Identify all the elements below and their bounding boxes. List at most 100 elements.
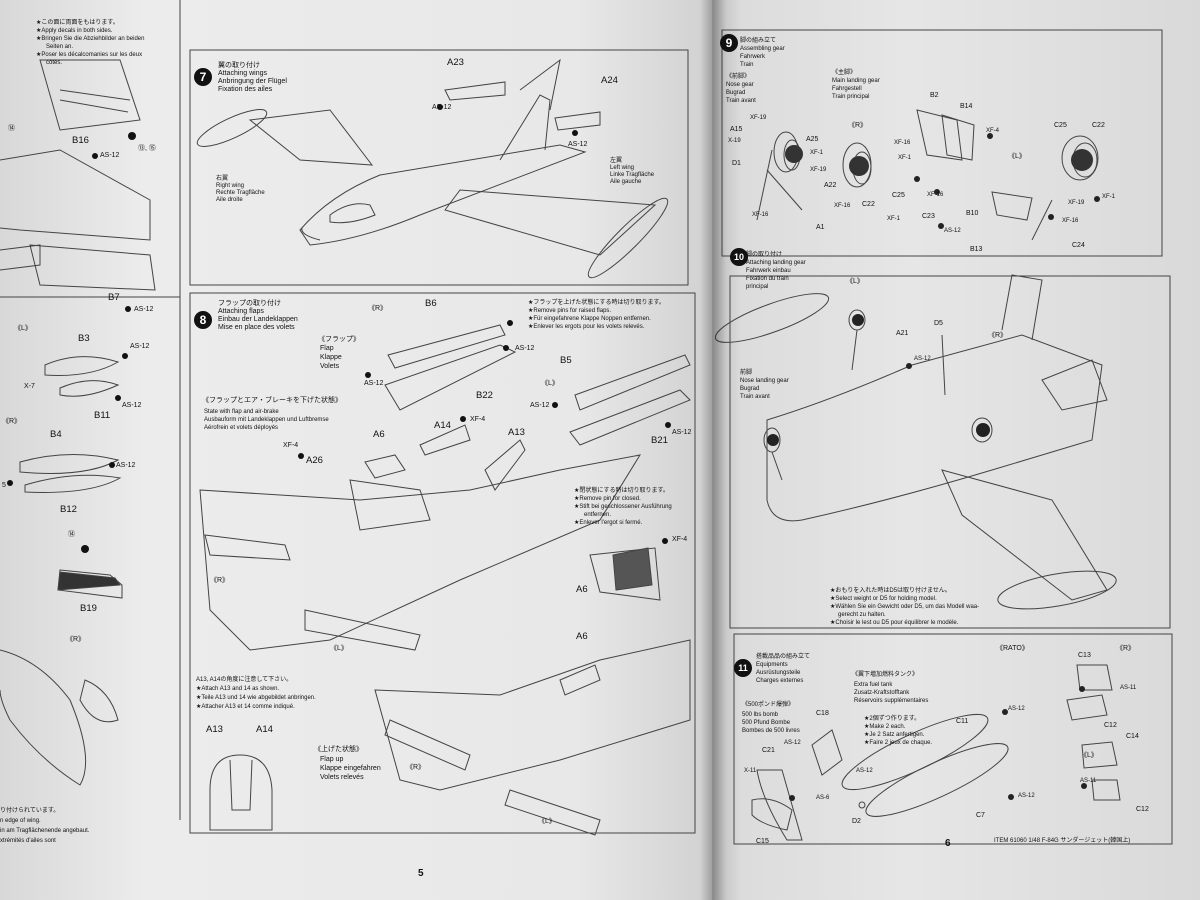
right-wing-de: Rechte Tragfläche [216,190,265,196]
page5-line-art [0,0,696,836]
step7-title-jp: 翼の取り付け [218,62,260,69]
part-b16: B16 [72,135,89,146]
angle-note-fr: ★Attacher A13 et 14 comme indiqué. [196,704,295,710]
part-b13: B13 [970,246,983,253]
flap-label-de: Klappe [320,354,342,361]
step9-title-de: Fahrwerk [740,54,766,60]
step8-title-en: Attaching flaps [218,308,264,315]
step10-title-jp: 脚の取り付け [746,252,783,258]
part-as12-p: AS-12 [1008,706,1025,712]
step10-title-de: Fahrwerk einbau [746,268,791,274]
angle-note-de: ★Teile A13 und 14 wie abgebildet anbring… [196,695,316,701]
step9-title-jp: 脚の組み立て [740,38,777,44]
step7-title-de: Anbringung der Flügel [218,78,287,85]
part-a24: A24 [601,75,618,86]
left-wing-fr: Aile gauche [610,179,642,185]
part-a13: A13 [508,427,525,438]
manual-page-5: 7 8 ★この面に両面をもはります。 ★Apply decals in both… [0,0,722,900]
part-as12-d: AS-12 [122,402,142,409]
step10-title-en: Attaching landing gear [746,260,806,266]
side-note-3: ★Bringen Sie die Abziehbilder an beiden [36,36,145,42]
part-xf16-e: XF-16 [1062,218,1079,224]
step10-label-L: 《L》 [846,278,864,285]
step11-label-L: 《L》 [1080,752,1098,759]
part-as12-q: AS-12 [1018,793,1035,799]
part-c15: C15 [756,838,769,845]
step9-title-en: Assembling gear [740,46,785,52]
up-label-L: 《L》 [538,818,556,825]
tank-label-en: Extra fuel tank [854,682,893,688]
manual-page-6: 9 10 11 脚の組み立て Assembling gear Fahrwerk … [712,0,1200,900]
part-d1: D1 [732,160,741,167]
part-a6: A6 [373,429,385,440]
tank-label-fr: Réservoirs supplémentaires [854,698,929,704]
part-c25-b: C25 [1054,122,1067,129]
part-xf16-d: XF-16 [927,192,944,198]
bomb-label-en: 500 lbs bomb [742,712,779,718]
part-a15: A15 [730,126,743,133]
step11-title-jp: 搭載品品の組み立て [756,654,811,660]
part-a25: A25 [806,136,819,143]
state-label-jp: 《フラップとエア・ブレーキを下げた状態》 [202,397,342,404]
part-as12-e: AS-12 [116,462,136,469]
part-a6-b: A6 [576,584,588,595]
nose-gear-en: Nose gear [726,82,754,88]
part-xf16-a: XF-16 [834,203,851,209]
part-b22: B22 [476,390,493,401]
part-a1: A1 [816,224,825,231]
part-b2: B2 [930,92,939,99]
part-xf19-a: XF-19 [750,115,767,121]
part-as12-n: AS-12 [784,740,801,746]
step11-title-de: Ausrüstungsteile [756,670,801,676]
step-9-badge: 9 [720,34,738,52]
part-b10: B10 [966,210,979,217]
part-as12-a: AS-12 [100,152,120,159]
side-bottom-1: り付けられています。 [0,808,60,814]
tank-label-de: Zusatz-Kraftstofftank [854,690,910,696]
part-as12-g: AS-12 [568,141,588,148]
side-label-L: 《L》 [14,325,32,332]
closed-note-en: ★Remove pin for closed. [574,496,641,502]
nose-gear-jp: 《前脚》 [726,74,751,80]
part-c14: C14 [1126,733,1139,740]
page-number-5: 5 [418,868,424,879]
part-x7: X-7 [24,383,35,390]
part-as11-b: AS-11 [1080,778,1097,784]
part-as12-k: AS-12 [672,429,692,436]
part-c22-b: C22 [1092,122,1105,129]
nose-lg-jp: 前脚 [740,370,753,376]
part-as6: AS-6 [816,795,830,801]
left-wing-de: Linke Tragfläche [610,172,655,178]
make-note-fr: ★Faire 2 jeux de chaque. [864,740,933,746]
part-b5: B5 [560,355,572,366]
part-x11: X-11 [744,768,757,774]
up-label-en: Flap up [320,756,344,763]
step9-label-L: 《L》 [1008,153,1026,160]
bomb-label-jp: 《500ポンド爆弾》 [742,702,795,708]
up-label-de: Klappe eingefahren [320,765,381,772]
step-10-badge: 10 [730,248,748,266]
part-as12-o: AS-12 [856,768,873,774]
right-wing-jp: 右翼 [216,176,229,182]
nose-lg-fr: Train avant [740,394,770,400]
part-c21: C21 [762,747,775,754]
flap-label-en: Flap [320,345,334,352]
weight-note-jp: ★おもりを入れた時はD5は取り付けません。 [830,588,951,594]
flap-label-jp: 《フラップ》 [318,336,360,343]
book-gutter [700,0,726,900]
part-c12-b: C12 [1136,806,1149,813]
part-b19: B19 [80,603,97,614]
step11-title-en: Equipments [756,662,788,668]
state-label-fr: Aérofrein et volets déployés [204,425,279,431]
step9-label-R: 《R》 [848,122,868,129]
nose-lg-en: Nose landing gear [740,378,789,384]
low-label-L: 《L》 [330,645,348,652]
part-as12-b: AS-12 [134,306,154,313]
make-note-de: ★Je 2 Satz anfertigen. [864,732,925,738]
side-note-5: ★Poser les décalcomanies sur les deux [36,52,143,58]
step7-title-fr: Fixation des ailes [218,86,273,93]
footer-item: ITEM 61060 1/48 F-84G サンダージェット(韓国上) [994,838,1131,844]
flap-label-fr: Volets [320,363,340,370]
weight-note-en: ★Select weight or D5 for holding model. [830,596,937,602]
